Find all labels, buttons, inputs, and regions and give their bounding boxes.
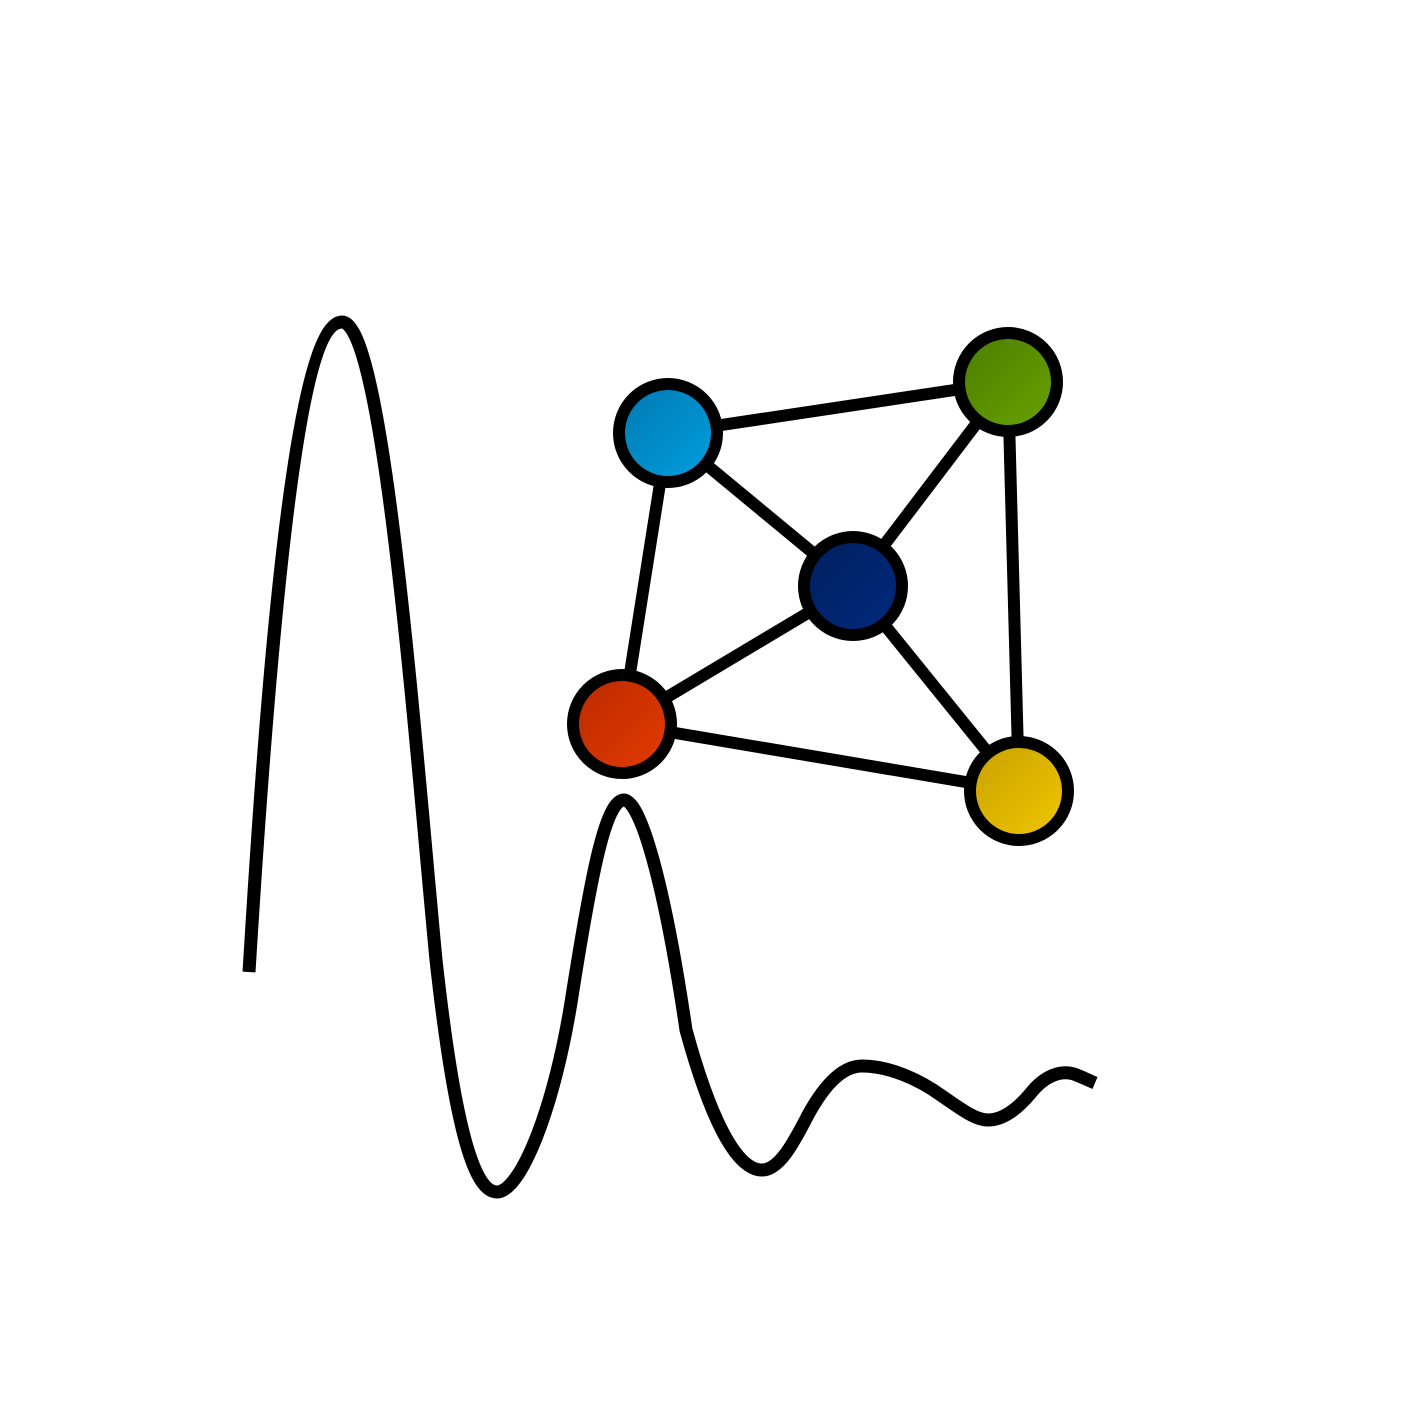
graph-node-yellow (964, 736, 1074, 846)
damped-oscillation-icon (242, 315, 1098, 1199)
graph-node-green (953, 327, 1063, 437)
graph-edge-light-blue-green (662, 376, 1014, 439)
graph-node-navy (798, 531, 908, 641)
graph-network-icon (567, 327, 1074, 846)
graph-node-light-blue (613, 378, 723, 488)
graph-edge-red-yellow (616, 718, 1025, 797)
graph-node-red (567, 669, 677, 779)
graph-edge-green-yellow (1002, 376, 1025, 797)
